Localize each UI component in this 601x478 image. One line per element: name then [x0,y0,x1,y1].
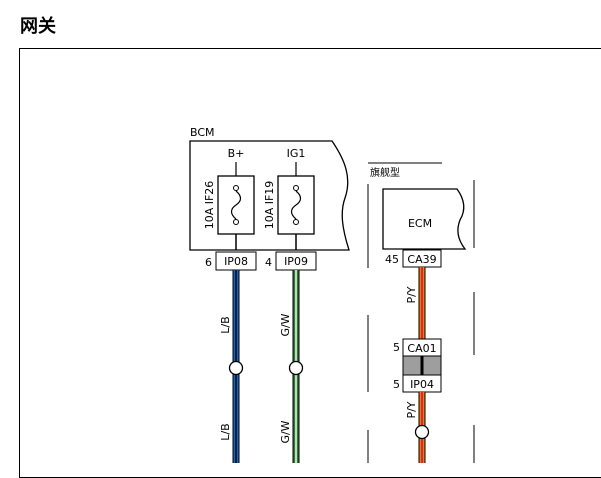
wiring-diagram: BCM B+ 10A IF26 IG1 10A IF19 6 IP08 4 IP… [189,126,475,463]
wire-gw-lower-label: G/W [279,420,292,443]
fuse-2-terminal-top [293,185,299,191]
connector-ip04-label: IP04 [410,378,434,391]
variant-label: 旗舰型 [370,166,400,179]
connector-ip08-label: IP08 [224,255,248,268]
fuse-2-element [290,190,302,220]
ecm-label: ECM [408,217,432,230]
fuse-1-terminal-bottom [233,219,239,225]
pin-ca39-number: 45 [385,253,399,266]
wire-gw-splice-point [288,360,304,376]
connector-ca01-label: CA01 [407,342,436,355]
ecm-module-outline [382,188,467,250]
connector-ca39-label: CA39 [407,253,436,266]
pin-ca01-number: 5 [393,341,400,354]
wire-py-upper-label: P/Y [405,286,418,303]
pin-ip09-number: 4 [265,256,272,269]
fuse-1-rating-label: 10A IF26 [203,181,216,230]
pin-ip08-number: 6 [205,256,212,269]
wire-py-splice-point [414,424,430,440]
wire-py-lower-label: P/Y [405,401,418,418]
wire-lb-splice-point [228,360,244,376]
pin-ip04-number: 5 [393,378,400,391]
wire-lb-upper-label: L/B [219,316,232,333]
fuse-2-supply-label: IG1 [287,147,306,160]
connector-ip09-label: IP09 [284,255,308,268]
page-title: 网关 [20,16,56,37]
wire-gw-upper-label: G/W [279,313,292,336]
fuse-2-rating-label: 10A IF19 [263,181,276,230]
fuse-1-element [230,190,242,220]
bcm-label: BCM [190,126,215,139]
fuse-1-terminal-top [233,185,239,191]
wire-lb-lower-label: L/B [219,423,232,440]
fuse-2-terminal-bottom [293,219,299,225]
fuse-1-supply-label: B+ [228,147,245,160]
